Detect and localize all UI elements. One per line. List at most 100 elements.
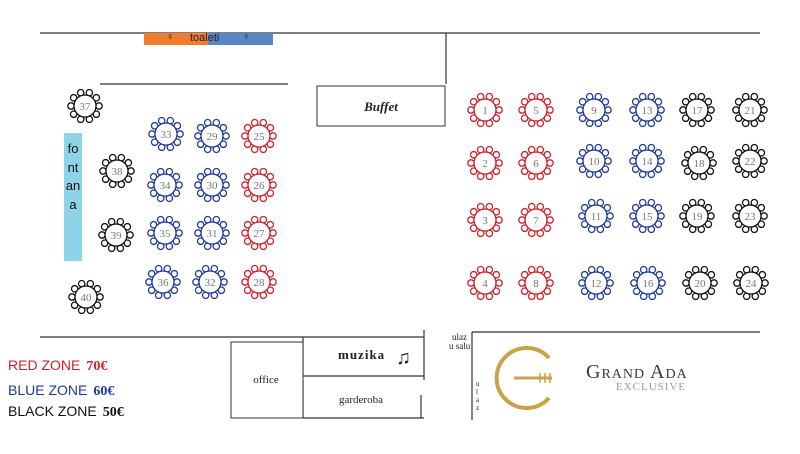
table-5[interactable]: 5 (518, 92, 554, 128)
table-top (154, 122, 178, 146)
table-number: 24 (746, 278, 758, 290)
table-top (582, 149, 606, 173)
table-6[interactable]: 6 (518, 145, 554, 181)
chair (629, 212, 637, 220)
chair (518, 159, 526, 167)
table-16[interactable]: 16 (630, 265, 666, 301)
chair (194, 181, 202, 189)
table-number: 11 (591, 211, 602, 223)
chair (606, 212, 614, 220)
table-top (685, 204, 709, 228)
table-19[interactable]: 19 (679, 198, 715, 234)
chair (147, 181, 155, 189)
chair (467, 216, 475, 224)
table-4[interactable]: 4 (467, 265, 503, 301)
table-33[interactable]: 33 (148, 116, 184, 152)
table-8[interactable]: 8 (518, 265, 554, 301)
table-top (247, 221, 271, 245)
table-top (198, 270, 222, 294)
table-18[interactable]: 18 (681, 145, 717, 181)
table-number: 1 (482, 105, 488, 117)
table-15[interactable]: 15 (629, 198, 665, 234)
chair (175, 229, 183, 237)
chair (630, 279, 638, 287)
table-34[interactable]: 34 (147, 167, 183, 203)
garderoba-label: garderoba (339, 394, 383, 406)
table-top (687, 151, 711, 175)
table-top (105, 159, 129, 183)
table-top (74, 285, 98, 309)
chair (710, 279, 718, 287)
table-number: 2 (482, 158, 488, 170)
table-top (473, 98, 497, 122)
table-number: 25 (254, 131, 266, 143)
chair (732, 212, 740, 220)
table-13[interactable]: 13 (629, 92, 665, 128)
chair (241, 229, 249, 237)
table-38[interactable]: 38 (99, 153, 135, 189)
table-37[interactable]: 37 (67, 88, 103, 124)
svg-text:l: l (476, 388, 478, 396)
table-25[interactable]: 25 (241, 118, 277, 154)
chair (194, 229, 202, 237)
table-29[interactable]: 29 (194, 118, 230, 154)
fountain (64, 133, 82, 261)
male-symbol-icon: ♀ (242, 31, 251, 43)
table-top (247, 173, 271, 197)
table-top (738, 98, 762, 122)
table-17[interactable]: 17 (679, 92, 715, 128)
table-21[interactable]: 21 (732, 92, 768, 128)
table-top (247, 270, 271, 294)
table-top (524, 98, 548, 122)
table-14[interactable]: 14 (629, 143, 665, 179)
zone-price: 70€ (86, 359, 108, 374)
table-number: 6 (533, 158, 539, 170)
table-2[interactable]: 2 (467, 145, 503, 181)
chair (760, 212, 768, 220)
chair (576, 106, 584, 114)
table-32[interactable]: 32 (192, 264, 228, 300)
table-11[interactable]: 11 (578, 198, 614, 234)
svg-text:z: z (476, 404, 479, 412)
table-top (200, 221, 224, 245)
chair (241, 181, 249, 189)
table-39[interactable]: 39 (98, 217, 134, 253)
table-9[interactable]: 9 (576, 92, 612, 128)
table-number: 28 (254, 277, 266, 289)
table-23[interactable]: 23 (732, 198, 768, 234)
table-10[interactable]: 10 (576, 143, 612, 179)
chair (760, 106, 768, 114)
table-20[interactable]: 20 (682, 265, 718, 301)
table-3[interactable]: 3 (467, 202, 503, 238)
table-31[interactable]: 31 (194, 215, 230, 251)
table-35[interactable]: 35 (147, 215, 183, 251)
table-number: 21 (745, 105, 756, 117)
chair (467, 159, 475, 167)
female-symbol-icon: ♀ (166, 31, 175, 43)
chair (578, 212, 586, 220)
table-7[interactable]: 7 (518, 202, 554, 238)
chair (518, 279, 526, 287)
table-number: 35 (160, 228, 172, 240)
table-number: 10 (589, 156, 601, 168)
table-24[interactable]: 24 (733, 265, 769, 301)
chair (629, 157, 637, 165)
table-number: 19 (692, 211, 704, 223)
table-top (153, 173, 177, 197)
table-27[interactable]: 27 (241, 215, 277, 251)
table-36[interactable]: 36 (145, 264, 181, 300)
table-1[interactable]: 1 (467, 92, 503, 128)
table-40[interactable]: 40 (68, 279, 104, 315)
table-22[interactable]: 22 (732, 143, 768, 179)
chair (707, 106, 715, 114)
tables-layer: 1234567891011121314151617181920212223242… (67, 88, 769, 315)
chair (576, 157, 584, 165)
brand: Grand Ada EXCLUSIVE (586, 361, 688, 393)
table-top (685, 98, 709, 122)
table-26[interactable]: 26 (241, 167, 277, 203)
table-12[interactable]: 12 (578, 265, 614, 301)
table-30[interactable]: 30 (194, 167, 230, 203)
chair (269, 278, 277, 286)
table-28[interactable]: 28 (241, 264, 277, 300)
